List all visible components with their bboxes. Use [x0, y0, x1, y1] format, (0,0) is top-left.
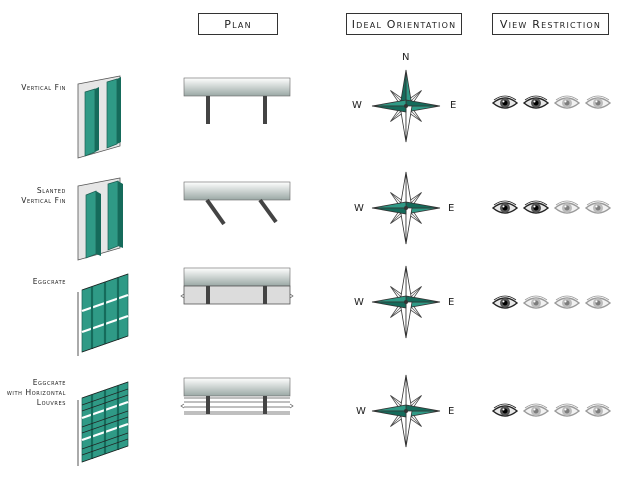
eye-icon [492, 403, 518, 417]
compass-north-label: N [402, 52, 410, 63]
compass-rose-icon [371, 69, 441, 143]
plan-vertical-fin [183, 77, 291, 124]
compass-west-label: W [352, 100, 362, 111]
plan-eggcrate [180, 267, 294, 305]
compass-rose-icon [371, 374, 441, 448]
eye-icon [492, 95, 518, 109]
plan-eggcrate-louvres [180, 377, 294, 415]
eye-icon [585, 403, 611, 417]
orientation-header-label: Ideal Orientation [351, 17, 457, 31]
restriction-header: View Restriction [492, 13, 609, 35]
row-label-line: with Horizontal [6, 388, 66, 397]
eye-icon [585, 295, 611, 309]
compass-rose-icon [371, 265, 441, 339]
plan-header: Plan [198, 13, 278, 35]
view-restriction-row [492, 294, 614, 312]
compass-west-label: W [354, 297, 364, 308]
compass-point-w [371, 201, 407, 215]
compass-point-s [399, 207, 413, 245]
vertical-fin-figure [77, 75, 121, 159]
compass-point-n [399, 171, 413, 209]
eye-icon [523, 95, 549, 109]
eggcrate-louvres-figure [77, 381, 129, 466]
row-label-eggcrate-louvres: Eggcrate with Horizontal Louvres [7, 378, 66, 408]
row-label-line: Vertical Fin [21, 83, 66, 92]
compass-rose-icon [371, 171, 441, 245]
compass-point-w [371, 99, 407, 113]
row-label-line: Eggcrate [32, 277, 66, 286]
compass-west-label: W [354, 203, 364, 214]
compass-point-w [371, 404, 407, 418]
compass-west-label: W [356, 406, 366, 417]
row-label-slanted-fin: Slanted Vertical Fin [21, 186, 66, 206]
compass-east-label: E [448, 203, 455, 214]
slanted-fin-figure [77, 177, 123, 261]
eye-icon [554, 403, 580, 417]
compass-east-label: E [448, 406, 455, 417]
eye-icon [554, 200, 580, 214]
row-label-line: Slanted [36, 186, 66, 195]
compass-point-s [399, 105, 413, 143]
compass-point-e [405, 201, 441, 215]
compass-point-s [399, 301, 413, 339]
row-label-eggcrate: Eggcrate [33, 277, 66, 287]
eye-icon [523, 295, 549, 309]
view-restriction-row [492, 199, 614, 217]
eye-icon [554, 95, 580, 109]
row-label-vertical-fin: Vertical Fin [21, 83, 66, 93]
view-restriction-row [492, 402, 614, 420]
orientation-header: Ideal Orientation [346, 13, 462, 35]
compass-point-w [371, 295, 407, 309]
eye-icon [585, 95, 611, 109]
eye-icon [492, 200, 518, 214]
compass-point-n [399, 374, 413, 412]
eye-icon [523, 200, 549, 214]
row-label-line: Louvres [36, 398, 66, 407]
plan-header-label: Plan [224, 17, 252, 31]
restriction-header-label: View Restriction [499, 17, 602, 31]
eye-icon [585, 200, 611, 214]
eye-icon [492, 295, 518, 309]
compass-point-s [399, 410, 413, 448]
eye-icon [554, 295, 580, 309]
compass-point-e [405, 404, 441, 418]
compass-east-label: E [448, 297, 455, 308]
eye-icon [523, 403, 549, 417]
row-label-line: Vertical Fin [21, 196, 66, 205]
compass-east-label: E [450, 100, 457, 111]
eggcrate-figure [77, 273, 129, 356]
plan-slanted-fin [183, 181, 291, 226]
row-label-line: Eggcrate [32, 378, 66, 387]
compass-point-n [399, 265, 413, 303]
view-restriction-row [492, 94, 614, 112]
